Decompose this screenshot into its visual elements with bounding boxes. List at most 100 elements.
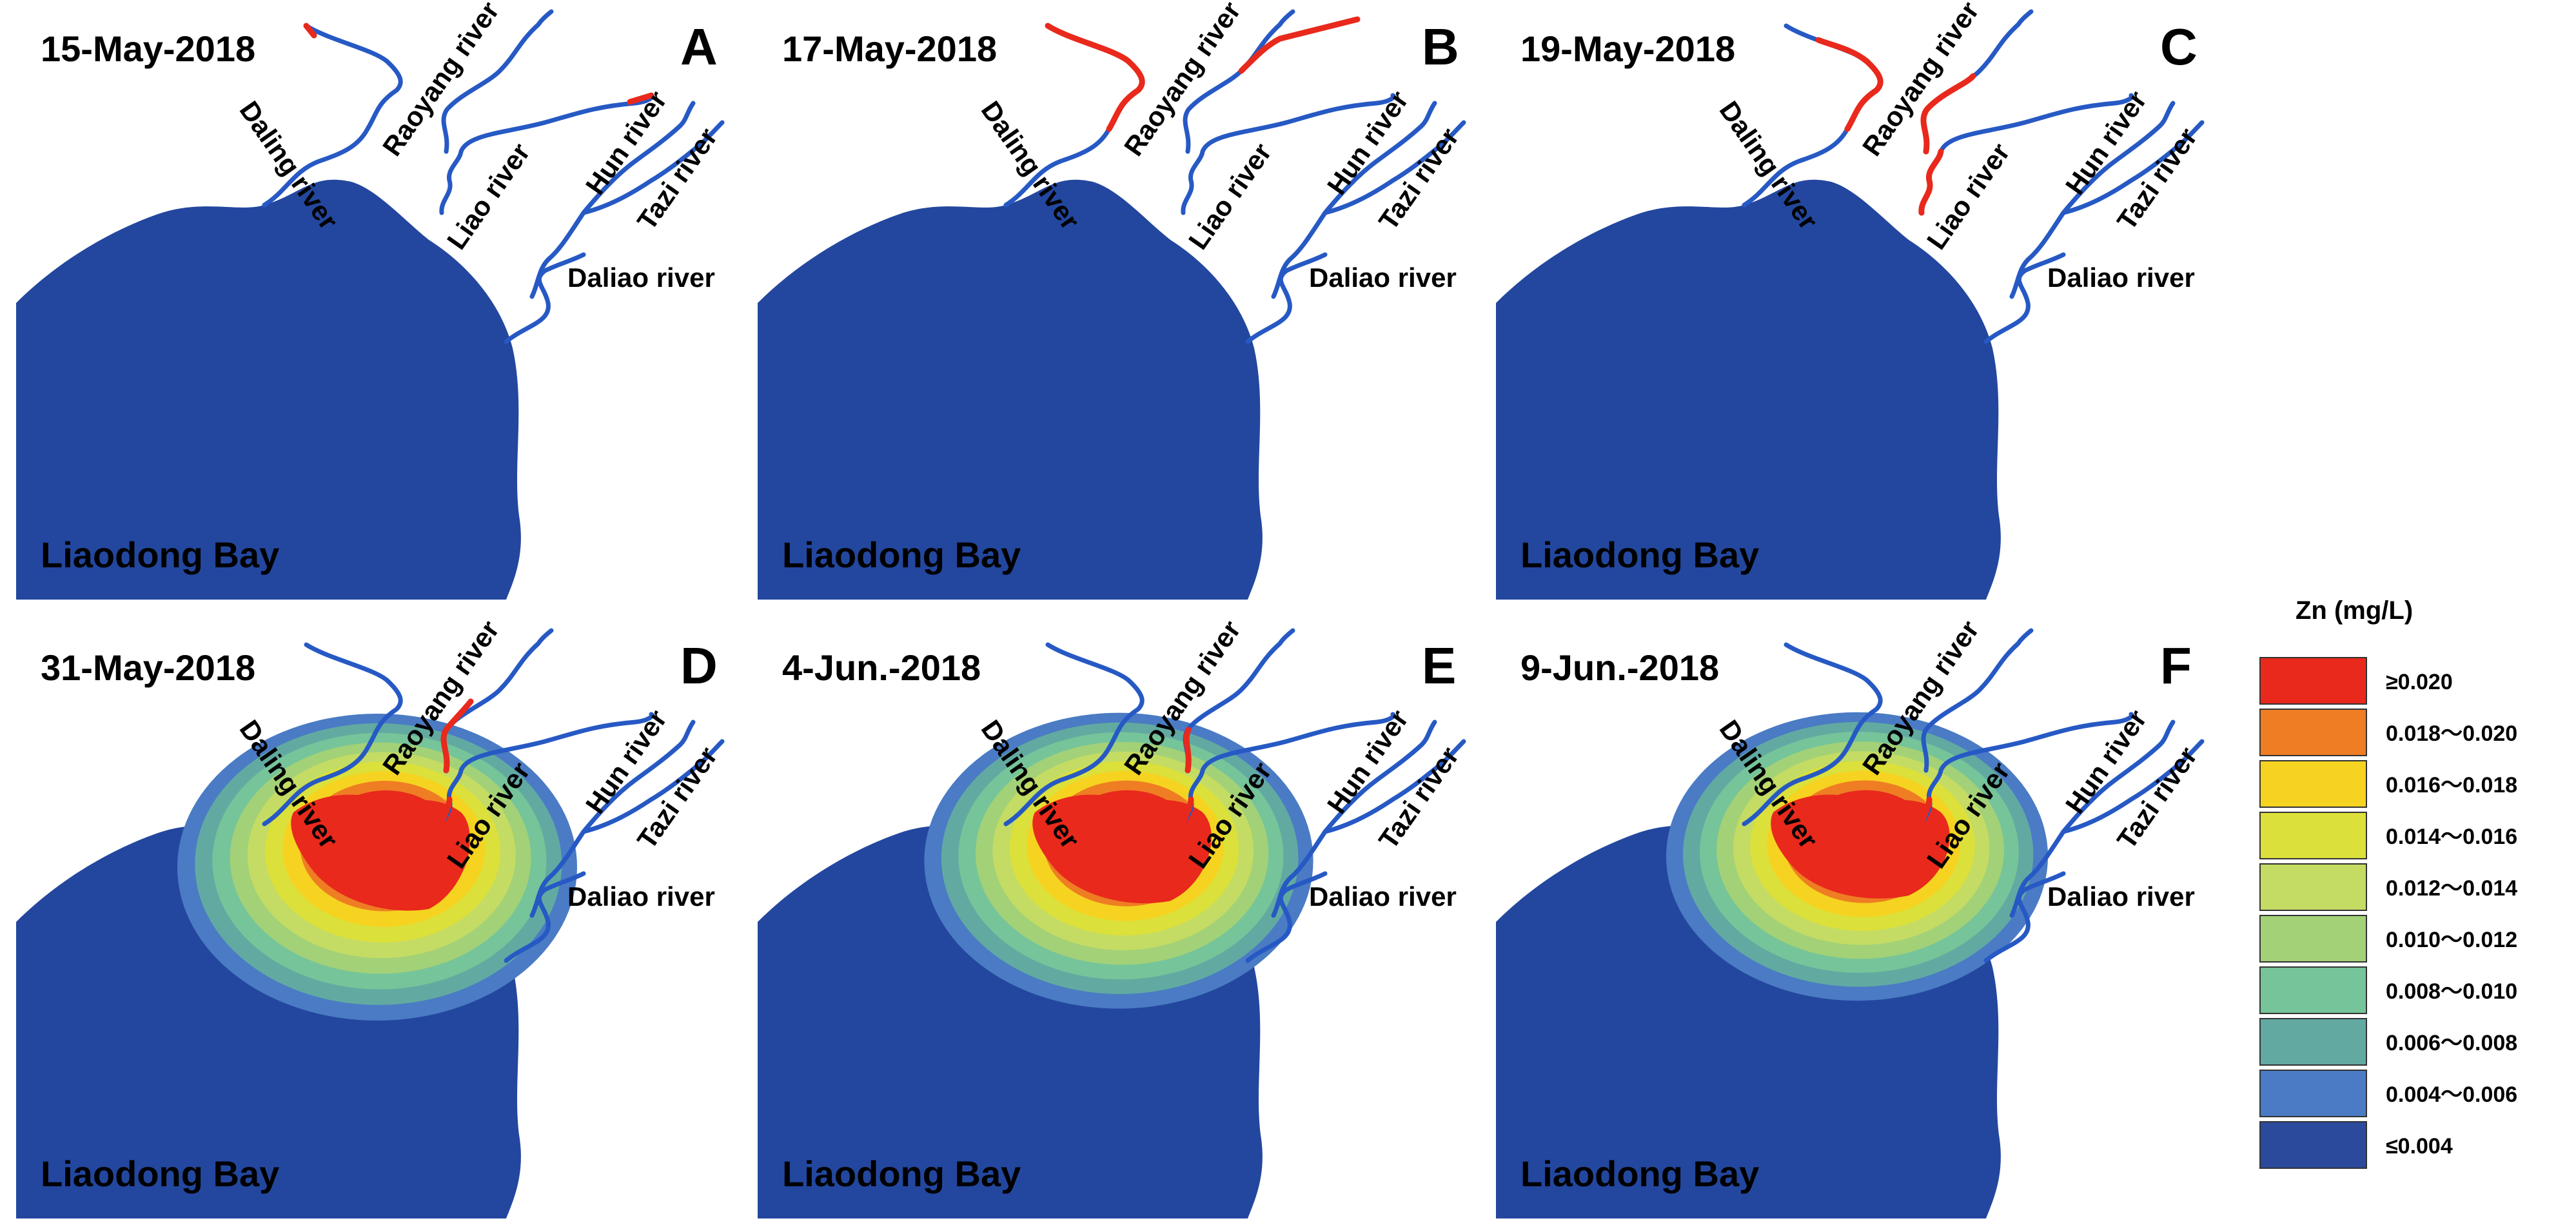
river-hun: [1271, 101, 1437, 299]
high-zn-segments: [1045, 16, 1361, 132]
zn-plume: [177, 714, 577, 1021]
bay-label: Liaodong Bay: [782, 534, 1021, 575]
plume-core: [1032, 794, 1212, 904]
high-zn-river-segment: [1180, 796, 1194, 835]
river-hun: [529, 719, 696, 918]
plume-core: [291, 794, 470, 911]
high-zn-segments: [1815, 37, 1976, 216]
river-tazi: [581, 120, 725, 215]
legend-swatch: [2259, 812, 2367, 859]
legend-label: 0.018～0.020: [2386, 721, 2517, 746]
label-daliao-river: Daliao river: [567, 262, 715, 293]
legend-label: 0.004～0.006: [2386, 1082, 2517, 1107]
panel-date: 9-Jun.-2018: [1520, 647, 1719, 688]
high-zn-river-segment: [1238, 16, 1361, 74]
zn-plume: [1666, 712, 2049, 1001]
label-daliao-river: Daliao river: [1309, 262, 1457, 293]
river-daliao: [504, 252, 586, 344]
legend-swatch: [2259, 1018, 2367, 1066]
legend: Zn (mg/L)≥0.0200.018～0.0200.016～0.0180.0…: [2259, 596, 2517, 1169]
river-daling: [262, 642, 403, 827]
river-tazi: [1322, 120, 1466, 215]
plume-core: [1771, 794, 1950, 899]
river-daliao: [1983, 252, 2066, 344]
river-daliao: [1245, 871, 1328, 963]
panel-date: 19-May-2018: [1520, 28, 1735, 69]
panel-letter: A: [680, 18, 718, 75]
panel-letter: B: [1422, 18, 1459, 75]
high-zn-river-segment: [1918, 796, 1932, 835]
river-raoyang: [1921, 628, 2034, 773]
river-hun: [1271, 719, 1437, 918]
legend-label: 0.014～0.016: [2386, 825, 2517, 849]
label-daliao-river: Daliao river: [2047, 262, 2195, 293]
river-tazi: [2061, 739, 2205, 834]
panel-letter: E: [1422, 637, 1456, 694]
river-daliao: [1245, 252, 1328, 344]
panel-date: 31-May-2018: [41, 647, 255, 688]
river-daliao: [504, 871, 586, 963]
legend-label: 0.008～0.010: [2386, 979, 2517, 1004]
legend-swatch: [2259, 657, 2367, 705]
high-zn-river-segment: [1920, 73, 1976, 155]
panel-date: 4-Jun.-2018: [782, 647, 981, 688]
label-daliao-river: Daliao river: [567, 881, 715, 912]
high-zn-river-segment: [1045, 23, 1132, 64]
high-zn-segments: [1180, 727, 1194, 835]
river-liao: [1181, 93, 1396, 215]
river-raoyang: [441, 9, 554, 154]
high-zn-segments: [303, 23, 654, 105]
bay-water: [1496, 179, 2001, 600]
river-daling: [1742, 642, 1883, 827]
legend-label: 0.010～0.012: [2386, 928, 2517, 952]
river-tazi: [581, 739, 725, 834]
panel-letter: F: [2160, 637, 2192, 694]
high-zn-river-segment: [438, 796, 453, 835]
high-zn-river-segment: [1183, 727, 1192, 774]
bay-water: [758, 179, 1263, 600]
high-zn-segments: [1918, 796, 1932, 835]
legend-swatch: [2259, 760, 2367, 808]
high-zn-river-segment: [1918, 148, 1944, 216]
bay-label: Liaodong Bay: [41, 534, 279, 575]
legend-swatch: [2259, 863, 2367, 911]
river-hun: [2009, 719, 2176, 918]
river-daliao: [1983, 871, 2066, 963]
zn-plume: [924, 712, 1313, 1009]
panel-date: 15-May-2018: [41, 28, 255, 69]
high-zn-river-segment: [440, 698, 474, 774]
legend-label: 0.006～0.008: [2386, 1031, 2517, 1055]
label-daliao-river: Daliao river: [2047, 881, 2195, 912]
river-network: [1742, 628, 2205, 963]
panel-letter: D: [680, 637, 718, 694]
high-zn-river-segment: [1815, 37, 1883, 132]
bay-label: Liaodong Bay: [1520, 534, 1759, 575]
river-tazi: [2061, 120, 2205, 215]
legend-title: Zn (mg/L): [2296, 596, 2413, 625]
bay-label: Liaodong Bay: [782, 1153, 1021, 1194]
high-zn-river-segment: [1106, 58, 1145, 132]
label-daliao-river: Daliao river: [1309, 881, 1457, 912]
river-tazi: [1322, 739, 1466, 834]
legend-swatch: [2259, 1070, 2367, 1117]
high-zn-river-segment: [303, 23, 317, 39]
legend-swatch: [2259, 709, 2367, 756]
legend-swatch: [2259, 915, 2367, 963]
high-zn-segments: [438, 698, 474, 835]
high-zn-river-segment: [627, 92, 654, 105]
legend-label: 0.012～0.014: [2386, 876, 2517, 901]
river-hun: [529, 101, 696, 299]
legend-swatch: [2259, 966, 2367, 1014]
legend-swatch: [2259, 1121, 2367, 1169]
legend-label: ≤0.004: [2386, 1134, 2453, 1159]
bay-label: Liaodong Bay: [41, 1153, 279, 1194]
legend-label: 0.016～0.018: [2386, 773, 2517, 797]
river-daling: [1003, 642, 1145, 827]
